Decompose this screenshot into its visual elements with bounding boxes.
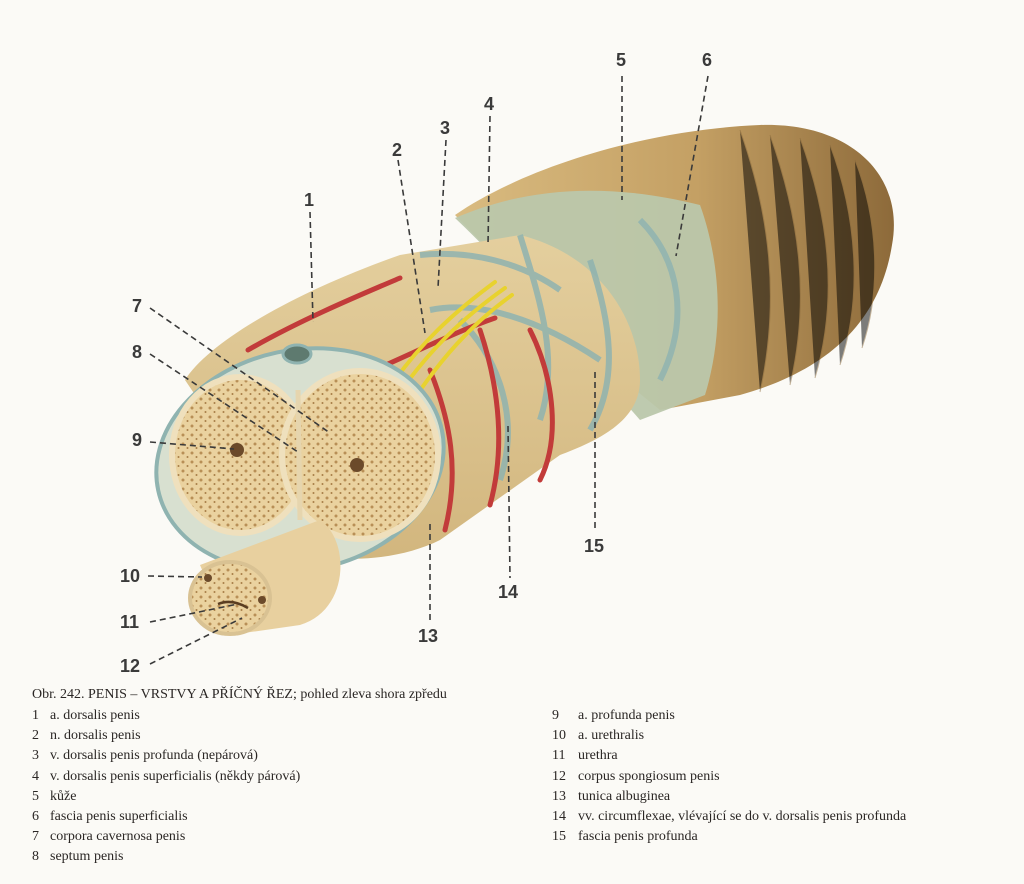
legend-text: vv. circumflexae, vlévající se do v. dor… (578, 809, 907, 825)
a-urethralis-left (204, 574, 212, 582)
v-dorsalis-profunda-section (281, 343, 313, 365)
callout-14: 14 (498, 582, 518, 602)
callout-9: 9 (132, 430, 142, 450)
legend-num: 9 (552, 708, 559, 723)
legend-text: a. urethralis (578, 728, 645, 744)
legend-item: 9 a. profunda penis (552, 706, 906, 726)
legend-text: septum penis (50, 849, 124, 865)
a-urethralis-right (258, 596, 266, 604)
a-profunda-right (350, 458, 364, 472)
callout-13: 13 (418, 626, 438, 646)
legend-num: 7 (32, 829, 39, 845)
legend-num: 3 (32, 748, 39, 764)
callout-1: 1 (304, 190, 314, 210)
callout-5: 5 (616, 50, 626, 70)
a-profunda-left (230, 443, 244, 457)
legend-num: 11 (552, 748, 566, 764)
cross-section (154, 343, 446, 574)
legend-text: fascia penis superficialis (50, 809, 188, 825)
legend-text: v. dorsalis penis profunda (nepárová) (50, 748, 258, 764)
callout-6: 6 (702, 50, 712, 70)
callout-7: 7 (132, 296, 142, 316)
legend-text: kůže (50, 788, 77, 804)
legend-num: 13 (552, 788, 566, 804)
legend-item: 6 fascia penis superficialis (32, 807, 300, 827)
callout-8: 8 (132, 342, 142, 362)
anatomy-illustration: 1 2 3 4 5 6 7 8 9 10 11 12 13 14 15 (120, 50, 894, 676)
legend-text: corpora cavernosa penis (50, 829, 186, 845)
legend-text: tunica albuginea (578, 788, 671, 804)
septum-penis (295, 389, 303, 521)
legend-num: 15 (552, 829, 566, 845)
leader-lines (147, 75, 709, 665)
legend-text: a. profunda penis (578, 708, 675, 723)
legend-num: 14 (552, 809, 566, 825)
corpus-spongiosum (188, 520, 341, 636)
callout-11: 11 (120, 612, 139, 632)
legend-item: 3 v. dorsalis penis profunda (nepárová) (32, 746, 300, 766)
legend-num: 8 (32, 849, 39, 865)
callout-numbers: 1 2 3 4 5 6 7 8 9 10 11 12 13 14 15 (120, 50, 712, 676)
legend-item: 1 a. dorsalis penis (32, 706, 300, 726)
urethra-slit (217, 600, 249, 610)
legend-num: 5 (32, 788, 39, 804)
legend-num: 1 (32, 708, 39, 723)
legend-item: 8 septum penis (32, 847, 300, 867)
figure-caption: Obr. 242. PENIS – VRSTVY A PŘÍČNÝ ŘEZ; p… (32, 687, 447, 702)
legend-item: 13 tunica albuginea (552, 787, 906, 807)
callout-10: 10 (120, 566, 140, 586)
legend-text: n. dorsalis penis (50, 728, 141, 744)
legend-text: urethra (578, 748, 618, 764)
legend-num: 4 (32, 768, 39, 784)
legend-num: 10 (552, 728, 566, 744)
callout-2: 2 (392, 140, 402, 160)
legend-text: a. dorsalis penis (50, 708, 140, 723)
legend-item: 14 vv. circumflexae, vlévající se do v. d… (552, 807, 906, 827)
legend-item: 2 n. dorsalis penis (32, 726, 300, 746)
callout-12: 12 (120, 656, 140, 676)
corpus-cavernosum-right (279, 368, 441, 542)
legend-num: 6 (32, 809, 39, 825)
callout-4: 4 (484, 94, 494, 114)
legend-item: 11 urethra (552, 746, 906, 766)
legend-right: 9 a. profunda penis 10 a. urethralis 11 ure… (552, 706, 906, 847)
legend-item: 12 corpus spongiosum penis (552, 767, 906, 787)
legend-text: corpus spongiosum penis (578, 768, 720, 784)
legend-item: 5 kůže (32, 787, 300, 807)
legend-item: 4 v. dorsalis penis superficialis (někdy … (32, 767, 300, 787)
legend-item: 15 fascia penis profunda (552, 827, 906, 847)
legend-item: 7 corpora cavernosa penis (32, 827, 300, 847)
legend-num: 12 (552, 768, 566, 784)
legend-num: 2 (32, 728, 39, 744)
callout-15: 15 (584, 536, 604, 556)
legend-item: 10 a. urethralis (552, 726, 906, 746)
legend-text: v. dorsalis penis superficialis (někdy p… (50, 768, 301, 784)
legend-text: fascia penis profunda (578, 829, 698, 845)
callout-3: 3 (440, 118, 450, 138)
